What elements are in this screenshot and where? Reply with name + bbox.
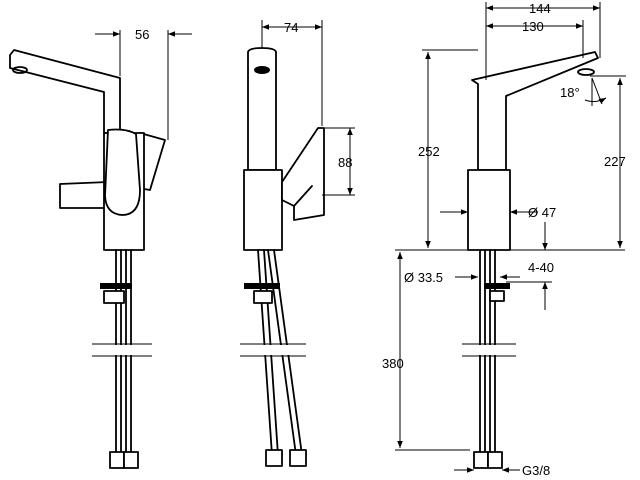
dim-deck-thickness: 4-40 bbox=[528, 260, 554, 275]
front-handle-paddle bbox=[59, 181, 109, 209]
right-mounting-nut bbox=[484, 283, 510, 289]
front-view: 56 bbox=[9, 27, 192, 469]
dim-body-diameter: Ø 47 bbox=[528, 205, 556, 220]
dim-total-height: 252 bbox=[418, 144, 440, 159]
dim-spout-height: 227 bbox=[604, 154, 626, 169]
dim-side-spout-reach: 74 bbox=[284, 20, 298, 35]
side-view: 74 88 bbox=[240, 20, 355, 467]
right-body bbox=[467, 169, 511, 251]
front-mounting-nut bbox=[100, 283, 132, 289]
side-mounting-nut bbox=[244, 283, 280, 289]
dim-spout-angle: 18° bbox=[560, 85, 580, 100]
right-spout bbox=[471, 51, 599, 171]
front-spout bbox=[9, 49, 121, 134]
front-lever-body bbox=[104, 128, 141, 216]
dim-side-lever-height: 88 bbox=[338, 155, 352, 170]
side-spout bbox=[247, 47, 277, 171]
front-aerator bbox=[12, 66, 28, 74]
side-lever bbox=[281, 127, 325, 221]
dim-hose-length: 380 bbox=[382, 356, 404, 371]
side-body bbox=[243, 169, 283, 251]
dimensioned-view: 144 130 252 227 18° Ø 47 Ø 33.5 4-40 380 bbox=[382, 1, 626, 478]
right-aerator bbox=[577, 68, 595, 76]
dim-reach-inner: 130 bbox=[522, 19, 544, 34]
dim-connection-thread: G3/8 bbox=[522, 463, 550, 478]
dim-front-spout-width: 56 bbox=[135, 27, 149, 42]
side-aerator bbox=[254, 66, 270, 74]
dim-hole-diameter: Ø 33.5 bbox=[404, 270, 443, 285]
dim-reach-outer: 144 bbox=[529, 1, 551, 16]
